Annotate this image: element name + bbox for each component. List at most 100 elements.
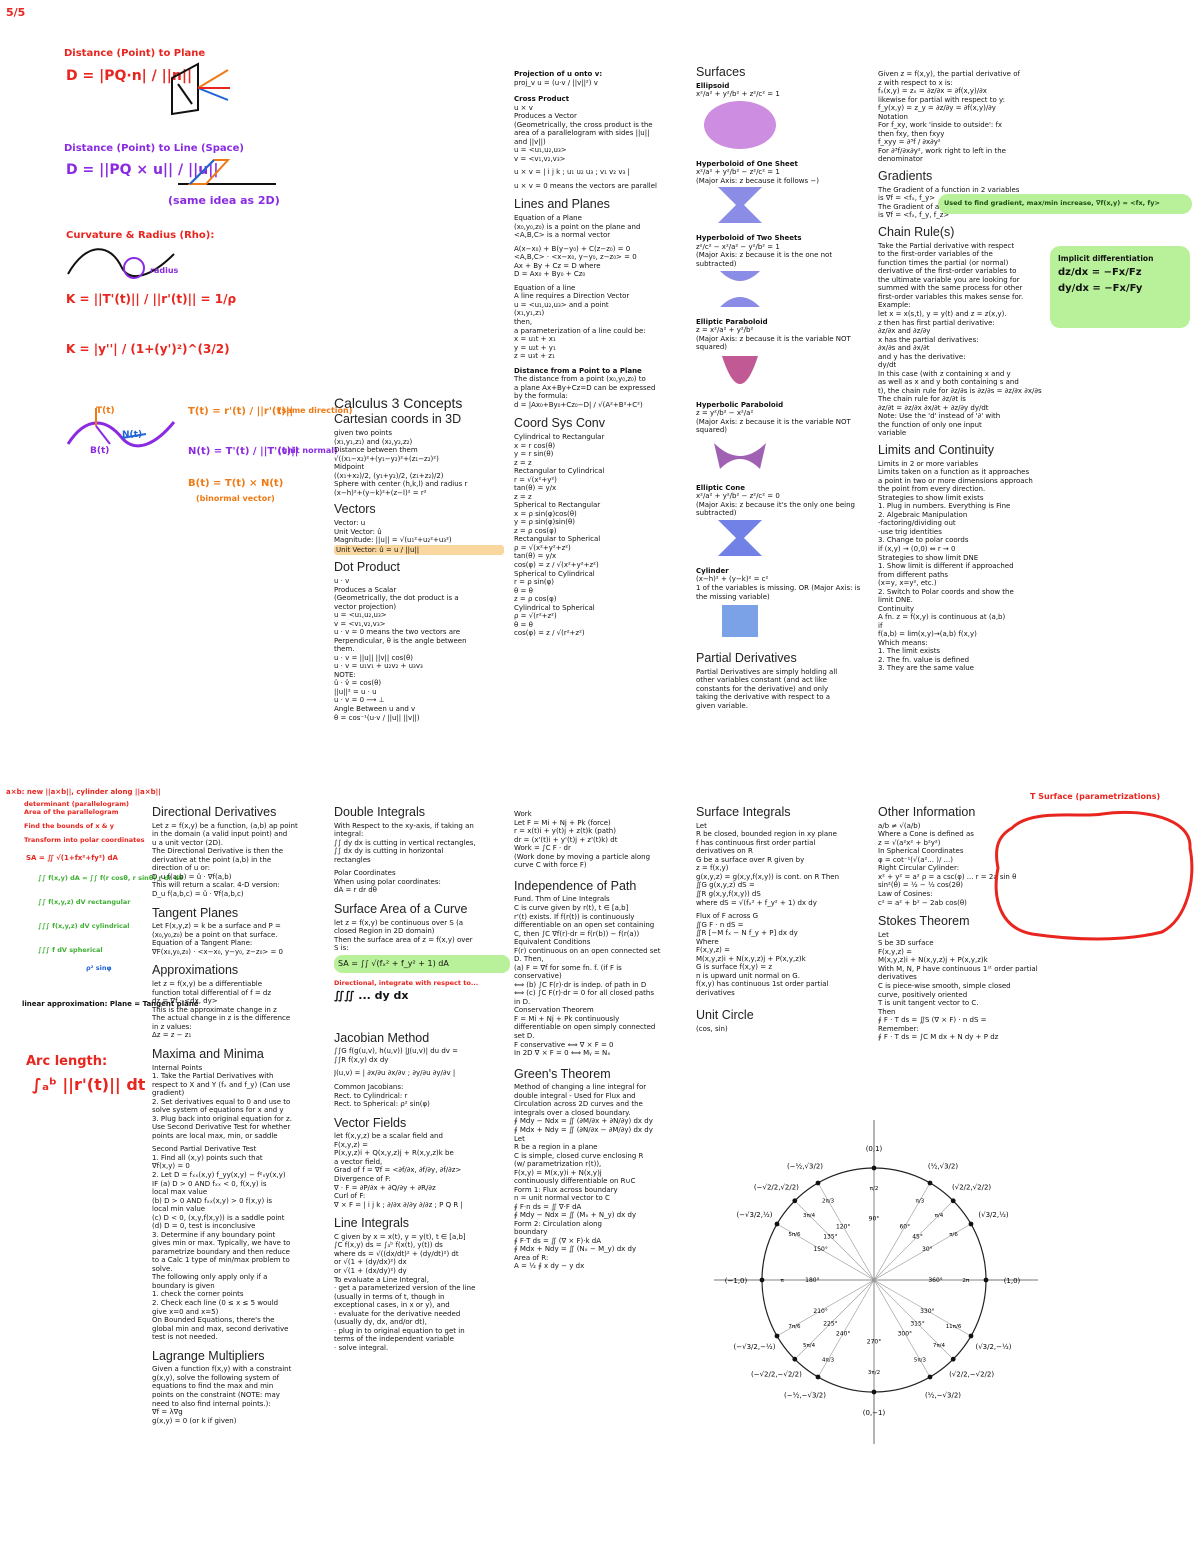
text-line: 2. Let D = fₓₓ(x,y) f_yy(x,y) − f²ₓy(x,y… — [152, 1171, 286, 1179]
text-line: double integral - Used for Flux and — [514, 1091, 636, 1100]
unit-circle-sub: (cos, sin) — [696, 1025, 728, 1034]
coord-label: (√3/2,½) — [978, 1211, 1008, 1219]
text-line: Continuity — [878, 604, 915, 613]
text-line: local min value — [152, 1205, 206, 1214]
text-line: curve, positively oriented — [878, 990, 968, 999]
text-line: Conservation Theorem — [514, 1006, 594, 1015]
text-line: Sphere with center (h,k,l) and radius r — [334, 480, 468, 489]
text-line: sin²(θ) = ½ − ½ cos(2θ) — [878, 881, 963, 890]
surface-sketch — [718, 519, 762, 556]
hw-rho: radius — [150, 266, 179, 275]
title-stokes: Stokes Theorem — [878, 914, 970, 929]
text-line: P(x,y,z)i + Q(x,y,z)j + R(x,y,z)k be — [334, 1149, 454, 1158]
text-line: ∇ · F = ∂P/∂x + ∂Q/∂y + ∂R/∂z — [334, 1183, 436, 1192]
text-line: ∫∫ dy dx is cutting in vertical rectangl… — [334, 838, 476, 847]
text-line: G is surface f(x,y) = z — [696, 963, 772, 972]
title-approx: Approximations — [152, 963, 239, 978]
text-line: Partial Derivatives are simply holding a… — [696, 667, 838, 676]
text-line: Then — [878, 1007, 896, 1016]
text-line: equations to find the max and min — [152, 1382, 274, 1391]
angle-point — [871, 1389, 877, 1395]
surface-sketch — [718, 187, 762, 224]
text-line: likewise for partial with respect to y: — [878, 95, 1006, 104]
text-line: To evaluate a Line Integral, — [334, 1275, 429, 1284]
hw-tnb-t-note: (same direction) — [278, 406, 353, 415]
radius-line — [817, 1182, 875, 1281]
radian-label: 5π/3 — [914, 1358, 927, 1364]
text-line: · solve integral. — [334, 1343, 389, 1352]
text-line: f(x,y) has continuous 1st order partial — [696, 980, 829, 989]
text-line: y = ρ sin(φ)sin(θ) — [514, 518, 576, 527]
text-line: terms of the independent variable — [334, 1335, 454, 1344]
text-line: Strategies to show limit DNE — [878, 553, 979, 562]
radian-label: 3π/4 — [803, 1213, 816, 1219]
text-line: Equation of a Tangent Plane: — [152, 939, 253, 948]
degree-label: 135° — [823, 1233, 837, 1240]
radian-label: 4π/3 — [822, 1358, 835, 1364]
gradient-highlight: Used to find gradient, max/min increase,… — [938, 194, 1192, 214]
text-line: is ∇f = <fₓ, f_y, f_z> — [878, 211, 950, 220]
text-line: set D. — [514, 1031, 535, 1040]
text-line: curve C with force F) — [514, 861, 587, 870]
angle-point — [815, 1180, 821, 1186]
coord-label: (½,√3/2) — [928, 1163, 958, 1171]
text-line: z with respect to x is: — [878, 78, 953, 87]
text-line: u · v — [334, 577, 350, 586]
text-line: Method of changing a line integral for — [514, 1083, 647, 1092]
text-line: D_u f(a,b) = û · ∇f(a,b) — [152, 872, 232, 881]
text-line: integral: — [334, 830, 364, 839]
angle-point — [950, 1356, 956, 1362]
text-line: 2. Switch to Polar coords and show the — [878, 587, 1014, 596]
text-line: In this case (with z containing x and y — [878, 369, 1011, 378]
coord-label: (−½,−√3/2) — [784, 1391, 826, 1399]
text-line: F(r) continuous on an open connected set — [514, 946, 661, 955]
text-line: Produces a Vector — [514, 112, 577, 121]
text-line: (x₀,y₀,z₀) be a point on that surface. — [152, 930, 278, 939]
degree-label: 270° — [867, 1339, 881, 1346]
coord-label: (1,0) — [1004, 1277, 1021, 1285]
text-line: φ = cot⁻¹(√(a²... )/ ...) — [878, 855, 953, 864]
title-projection: Projection of u onto v: — [514, 70, 603, 78]
text-line: then fxy, then fxyy — [878, 129, 945, 138]
text-line: 1. check the corner points — [152, 1290, 244, 1299]
title-limits: Limits and Continuity — [878, 442, 995, 457]
text-line: This will return a scalar. 4-D version: — [152, 881, 280, 890]
text-line: Form 2: Circulation along — [514, 1219, 603, 1228]
text-line: f has continuous first order partial — [696, 838, 816, 847]
text-line: Take the Partial derivative with respect — [878, 241, 1015, 250]
radian-label: 7π/4 — [933, 1343, 946, 1349]
coord-label: (0,1) — [866, 1145, 883, 1153]
text-line: 3. Change to polar coords — [878, 536, 969, 545]
text-line: ||u||² = u · u — [334, 687, 377, 696]
text-line: (d) D = 0, test is inconclusive — [152, 1222, 256, 1231]
title-vectors: Vectors — [334, 502, 376, 517]
angle-point — [792, 1356, 798, 1362]
vectors-highlight: Unit Vector: û = u / ||u|| — [334, 544, 504, 556]
hw-tnb-b: B(t) = T(t) × N(t) — [188, 478, 284, 489]
degree-label: 120° — [836, 1224, 850, 1231]
text-line: to the first-order variables of the — [878, 250, 993, 259]
text-line: F conservative ⟺ ∇ × F = 0 — [514, 1040, 614, 1049]
hw-dist-line-aux: (same idea as 2D) — [168, 194, 280, 207]
surface-equation: x²/a² + y²/b² − z²/c² = 0 — [696, 492, 780, 501]
text-line: dy/dt — [878, 361, 897, 370]
title-dist-plane: Distance from a Point to a Plane — [514, 366, 642, 375]
col3-partial-lines: Partial Derivatives are simply holding a… — [696, 668, 872, 711]
hw-tnb-b-note: (binormal vector) — [196, 494, 275, 503]
surface-name: Ellipsoid — [696, 81, 730, 90]
title-greens: Green's Theorem — [514, 1066, 611, 1081]
b2-double-lines: With Respect to the xy-axis, if taking a… — [334, 822, 510, 895]
text-line: solve. — [152, 1264, 173, 1273]
implicit-note: Implicit differentiation dz/dx = −Fx/Fz … — [1050, 246, 1190, 328]
surface-name: Hyperboloid of Two Sheets — [696, 234, 802, 243]
text-line: F(x,y,z) = — [696, 946, 730, 955]
text-line: Rect. to Spherical: ρ² sin(φ) — [334, 1100, 430, 1109]
text-line: u × v = | i j k ; u₁ u₂ u₃ ; v₁ v₂ v₃ | — [514, 168, 630, 177]
title-dot: Dot Product — [334, 560, 401, 575]
text-line: ∇F(x₀,y₀,z₀) · <x−x₀, y−y₀, z−z₀> = 0 — [152, 947, 284, 956]
